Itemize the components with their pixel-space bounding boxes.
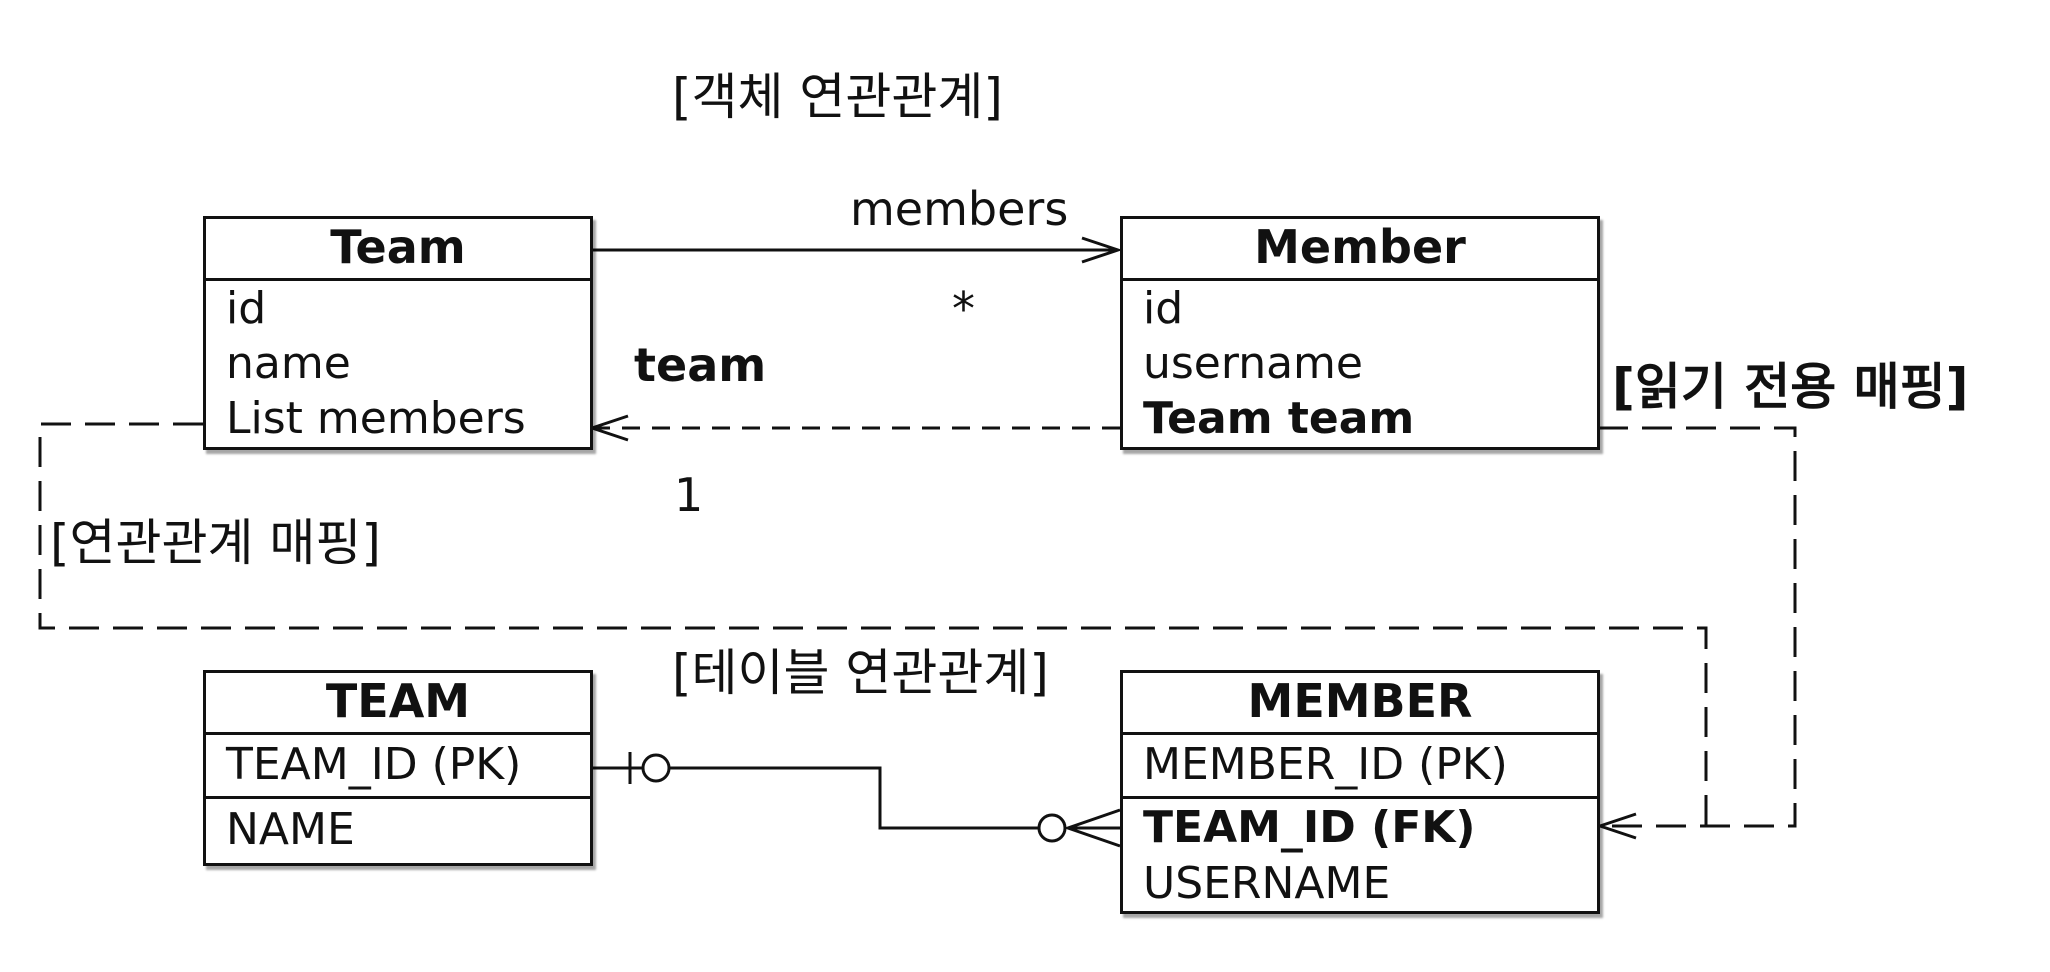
- team-table-pk: TEAM_ID (PK): [206, 735, 590, 799]
- many-multiplicity: *: [952, 282, 975, 336]
- er-zero-circle-member: [1037, 813, 1067, 843]
- er-zero-circle-team: [641, 753, 671, 783]
- readonly-mapping-label: [읽기 전용 매핑]: [1612, 358, 1969, 416]
- member-table-box: MEMBER MEMBER_ID (PK) TEAM_ID (FK) USERN…: [1120, 670, 1600, 914]
- team-label: team: [634, 338, 767, 392]
- team-field-id: id: [226, 283, 267, 334]
- member-field-username: username: [1143, 338, 1363, 389]
- member-table-pk: MEMBER_ID (PK): [1123, 735, 1597, 799]
- member-field-id: id: [1143, 283, 1184, 334]
- member-table-fk: TEAM_ID (FK): [1143, 802, 1476, 853]
- team-class-box: Team id name List members: [203, 216, 593, 450]
- member-table-name: MEMBER: [1123, 673, 1597, 735]
- team-class-name: Team: [206, 219, 590, 281]
- team-table-col-name: NAME: [226, 804, 355, 855]
- one-multiplicity: 1: [674, 468, 704, 522]
- er-relationship-line: [590, 766, 1050, 830]
- member-table-col-username: USERNAME: [1143, 858, 1391, 909]
- member-field-team: Team team: [1143, 393, 1415, 444]
- member-class-name: Member: [1123, 219, 1597, 281]
- relation-mapping-label: [연관관계 매핑]: [50, 514, 381, 572]
- table-relation-title: [테이블 연관관계]: [672, 644, 1049, 702]
- team-table-name: TEAM: [206, 673, 590, 735]
- team-field-members: List members: [226, 393, 526, 444]
- team-table-box: TEAM TEAM_ID (PK) NAME: [203, 670, 593, 866]
- readonly-mapping-path: [1598, 426, 1797, 826]
- team-field-name: name: [226, 338, 351, 389]
- member-class-box: Member id username Team team: [1120, 216, 1600, 450]
- relation-mapping-path: [38, 422, 1708, 826]
- members-label: members: [850, 182, 1069, 236]
- object-relation-title: [객체 연관관계]: [672, 68, 1003, 126]
